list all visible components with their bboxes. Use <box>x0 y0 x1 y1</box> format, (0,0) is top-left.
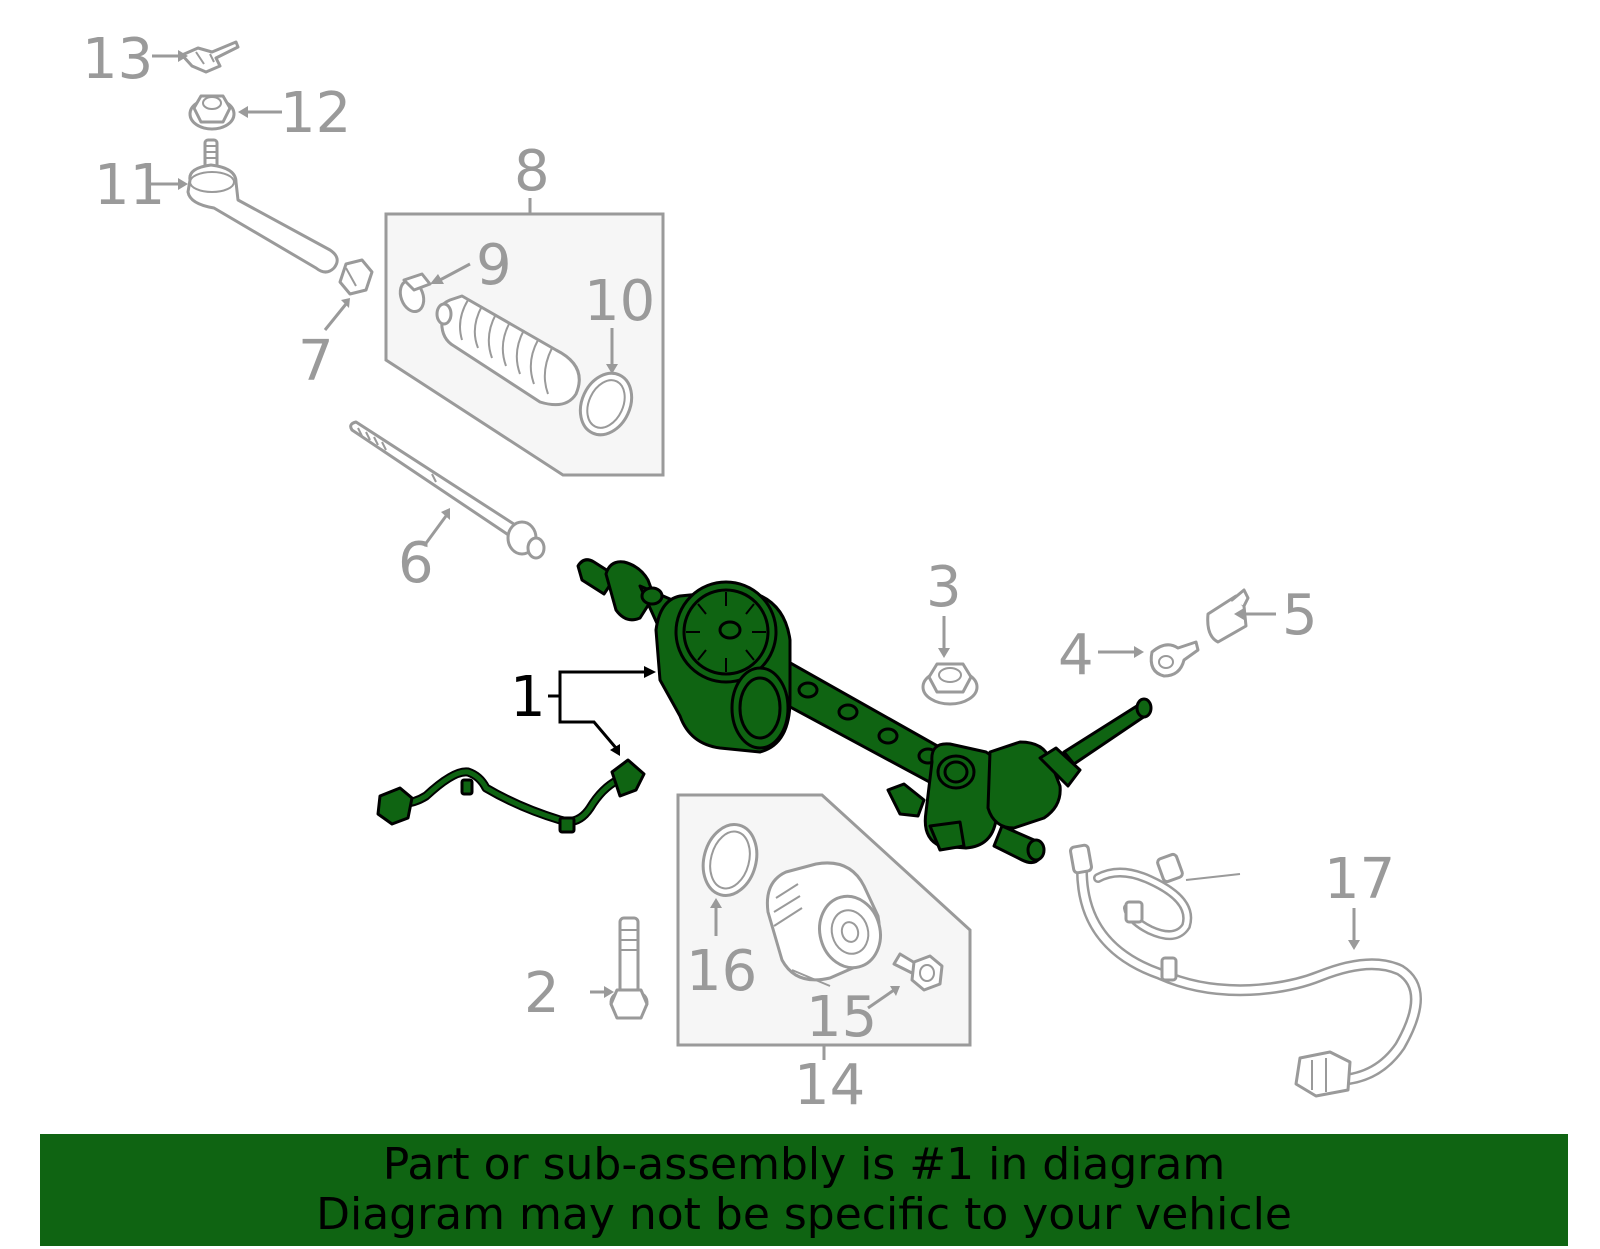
callout-15: 15 <box>806 985 877 1050</box>
part-6-inner-tie-rod[interactable] <box>349 420 546 560</box>
callout-7: 7 <box>298 329 334 394</box>
part-13-clip[interactable] <box>180 40 240 74</box>
part-12-nut[interactable] <box>188 94 236 131</box>
part-16-o-ring[interactable] <box>696 818 765 901</box>
part-3-nut[interactable] <box>921 662 979 706</box>
callout-9: 9 <box>476 233 512 298</box>
leader-lines <box>150 50 1360 1060</box>
part-1-steering-gear[interactable] <box>576 558 1153 865</box>
part-15-bolt[interactable] <box>892 952 944 992</box>
part-8-boot[interactable] <box>435 294 581 407</box>
callout-12: 12 <box>280 81 351 146</box>
part-7-jam-nut[interactable] <box>338 258 374 296</box>
info-banner: Part or sub-assembly is #1 in diagram Di… <box>40 1134 1568 1246</box>
callout-2: 2 <box>524 961 560 1026</box>
part-5-bracket[interactable] <box>1206 588 1250 644</box>
callout-1: 1 <box>510 665 546 730</box>
part-10-ring[interactable] <box>571 365 642 443</box>
callout-3: 3 <box>926 555 962 620</box>
callout-13: 13 <box>82 27 153 92</box>
callout-8: 8 <box>514 139 550 204</box>
part-4-clip[interactable] <box>1149 640 1200 678</box>
callout-6: 6 <box>398 531 434 596</box>
part-17-wire-harness[interactable] <box>1069 843 1422 1098</box>
callout-11: 11 <box>94 153 165 218</box>
callout-10: 10 <box>584 269 655 334</box>
part-1-cable[interactable] <box>376 758 646 834</box>
callout-17: 17 <box>1324 847 1395 912</box>
banner-line-2: Diagram may not be specific to your vehi… <box>316 1189 1292 1240</box>
banner-line-1: Part or sub-assembly is #1 in diagram <box>382 1139 1226 1190</box>
callout-5: 5 <box>1282 583 1318 648</box>
callout-16: 16 <box>686 939 757 1004</box>
part-11-tie-rod-end[interactable] <box>186 138 339 274</box>
callout-4: 4 <box>1058 623 1094 688</box>
part-2-bolt[interactable] <box>609 916 649 1020</box>
callout-14: 14 <box>794 1053 865 1118</box>
part-14-motor[interactable] <box>765 861 888 987</box>
